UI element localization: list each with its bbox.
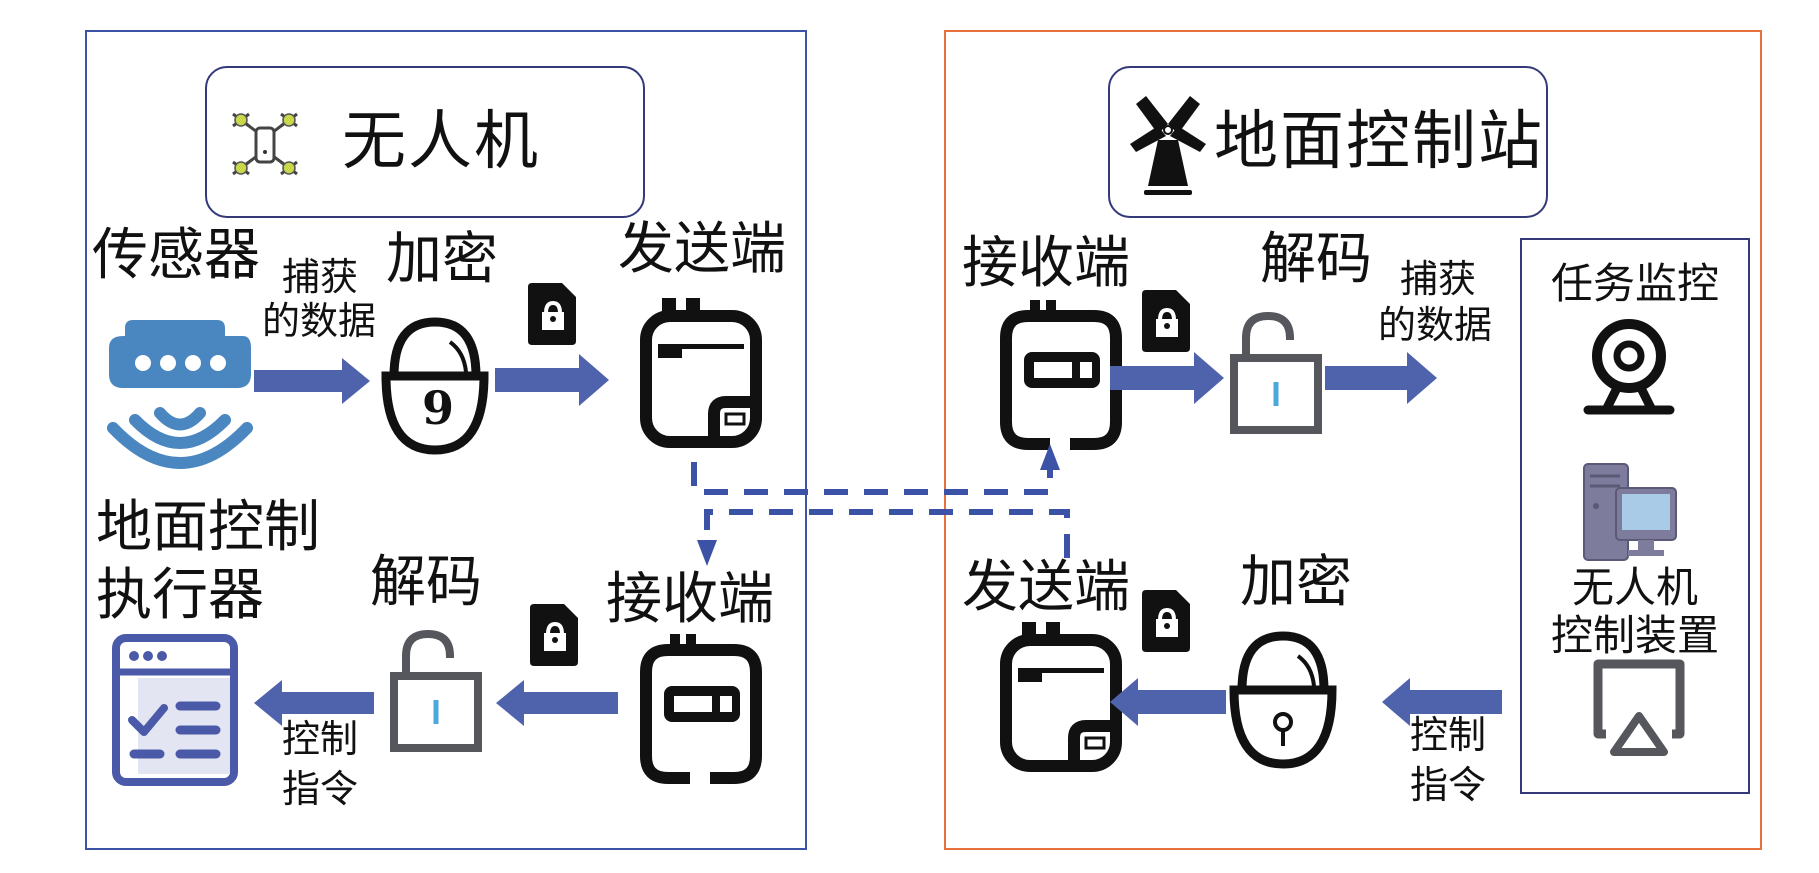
actuator-label-2: 执行器	[96, 563, 264, 628]
gcs-command-label-1: 控制	[1410, 713, 1487, 757]
monitor-control-subpanel	[1520, 238, 1750, 794]
actuator-label-1: 地面控制	[96, 495, 320, 560]
gcs-captured-data-label-1: 捕获	[1400, 257, 1477, 301]
gcs-sender-label: 发送端	[962, 555, 1130, 620]
uav-title-text: 无人机	[342, 105, 540, 179]
arrow-left	[496, 680, 618, 726]
sensor-wifi-icon	[107, 320, 253, 469]
uav-receiver-label: 接收端	[606, 567, 774, 632]
uav-panel	[85, 30, 807, 850]
radio-receiver-icon	[1000, 300, 1122, 450]
radio-transmitter-icon	[640, 298, 762, 448]
sensor-label: 传感器	[92, 223, 260, 288]
uav-captured-data-label-1: 捕获	[282, 255, 359, 299]
gcs-encrypt-label: 加密	[1240, 550, 1352, 615]
drone-icon	[232, 112, 298, 176]
sim-lock-icon	[1142, 590, 1190, 652]
arrow-right	[495, 354, 609, 406]
gcs-receiver-label: 接收端	[962, 231, 1130, 296]
radio-receiver-icon	[640, 634, 762, 784]
lock-open-icon	[390, 629, 482, 752]
arrow-left	[1382, 678, 1502, 726]
uplink-dashed-line	[691, 460, 1053, 495]
uav-encrypt-label: 加密	[386, 227, 498, 292]
gcs-decode-label: 解码	[1260, 227, 1372, 292]
windmill-icon	[1130, 96, 1206, 195]
mission-monitor-label: 任务监控	[1550, 259, 1719, 308]
radio-transmitter-icon	[1000, 622, 1122, 772]
arrow-left	[254, 680, 374, 726]
lock-closed-icon: 9	[381, 317, 489, 455]
gcs-captured-data-label-2: 的数据	[1378, 303, 1493, 347]
arrow-right	[254, 358, 370, 404]
checklist-window-icon	[112, 634, 238, 786]
gcs-title-text: 地面控制站	[1214, 105, 1544, 179]
uav-sender-label: 发送端	[618, 217, 786, 282]
uplink-arrowhead	[1040, 444, 1060, 470]
uav-command-label-1: 控制	[282, 717, 359, 761]
uav-captured-data-label-2: 的数据	[262, 299, 377, 343]
webcam-icon	[1583, 319, 1675, 415]
arrow-right	[1325, 352, 1437, 404]
sim-lock-icon	[530, 604, 578, 666]
uav-control-device-label-1: 无人机	[1571, 563, 1698, 612]
uav-decode-label: 解码	[370, 550, 482, 615]
downlink-arrowhead	[697, 540, 717, 566]
ground-control-station-panel	[944, 30, 1762, 850]
sim-lock-icon	[528, 283, 576, 345]
gcs-command-label-2: 指令	[1410, 763, 1487, 807]
sim-lock-icon	[1142, 290, 1190, 352]
arrow-right	[1110, 352, 1224, 404]
svg-text:9: 9	[422, 381, 454, 435]
lock-open-icon	[1230, 311, 1322, 434]
arrow-left	[1110, 678, 1226, 726]
downlink-dashed-line	[704, 509, 1070, 558]
uav-title-box: 无人机	[205, 66, 645, 218]
uav-command-label-2: 指令	[282, 767, 359, 811]
uav-control-device-label-2: 控制装置	[1550, 611, 1719, 660]
gcs-title-box: 地面控制站	[1108, 66, 1548, 218]
airplay-icon	[1593, 659, 1685, 756]
desktop-computer-icon	[1583, 463, 1677, 561]
lock-closed-icon	[1229, 631, 1337, 769]
